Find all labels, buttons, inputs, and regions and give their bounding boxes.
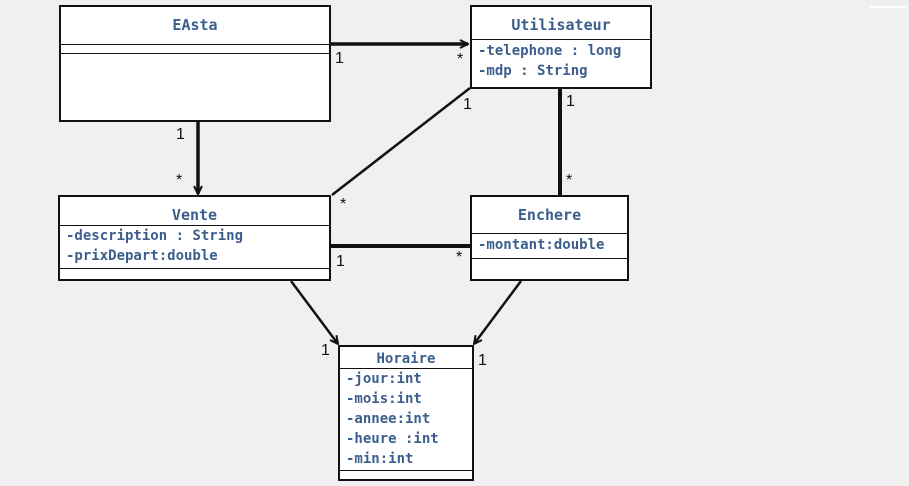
class-enchere: Enchere -montant:double xyxy=(470,195,629,281)
class-utilisateur: Utilisateur -telephone : long -mdp : Str… xyxy=(470,5,652,89)
attribute: -jour:int xyxy=(346,371,422,387)
attribute: -heure :int xyxy=(346,431,439,447)
methods-separator xyxy=(61,53,329,54)
attribute: -annee:int xyxy=(346,411,431,427)
attributes-separator xyxy=(340,368,472,369)
assoc-utilisateur-vente xyxy=(331,87,471,196)
attribute: -montant:double xyxy=(478,237,605,253)
multiplicity-label: * xyxy=(566,172,573,189)
assoc-vente-horaire xyxy=(289,280,338,344)
methods-separator xyxy=(340,470,472,471)
attribute: -mois:int xyxy=(346,391,422,407)
multiplicity-label: 1 xyxy=(336,253,345,270)
methods-separator xyxy=(60,268,329,269)
class-name: Horaire xyxy=(376,351,436,367)
multiplicity-label: * xyxy=(340,196,347,213)
class-name: Enchere xyxy=(517,206,582,224)
multiplicity-label: 1 xyxy=(321,342,330,359)
attribute: -prixDepart:double xyxy=(66,248,218,264)
assoc-enchere-horaire xyxy=(474,280,523,344)
attribute-list: -montant:double xyxy=(472,234,627,257)
attributes-separator xyxy=(472,233,627,234)
class-name: EAsta xyxy=(172,16,218,34)
attribute: -min:int xyxy=(346,451,414,467)
class-horaire: Horaire -jour:int -mois:int -annee:int -… xyxy=(338,345,474,481)
multiplicity-label: * xyxy=(456,249,463,266)
attribute: -description : String xyxy=(66,228,244,244)
multiplicity-label: * xyxy=(176,172,183,189)
multiplicity-label: 1 xyxy=(463,96,472,113)
attribute: -mdp : String xyxy=(478,63,588,79)
attribute: -telephone : long xyxy=(478,43,622,59)
multiplicity-label: 1 xyxy=(478,352,487,369)
multiplicity-label: 1 xyxy=(176,126,185,143)
attributes-separator xyxy=(60,225,329,226)
multiplicity-label: 1 xyxy=(566,93,575,110)
multiplicity-label: 1 xyxy=(335,50,344,67)
class-name: Utilisateur xyxy=(511,16,611,34)
attributes-separator xyxy=(472,39,650,40)
top-right-mark xyxy=(870,6,906,8)
class-name: Vente xyxy=(171,206,218,224)
attributes-separator xyxy=(61,44,329,53)
methods-separator xyxy=(472,258,627,259)
attribute-list: -jour:int -mois:int -annee:int -heure :i… xyxy=(340,369,472,469)
class-vente: Vente -description : String -prixDepart:… xyxy=(58,195,331,281)
attribute-list: -description : String -prixDepart:double xyxy=(60,226,329,268)
class-easta: EAsta xyxy=(59,5,331,122)
attribute-list: -telephone : long -mdp : String xyxy=(472,40,650,83)
multiplicity-label: * xyxy=(457,51,464,68)
